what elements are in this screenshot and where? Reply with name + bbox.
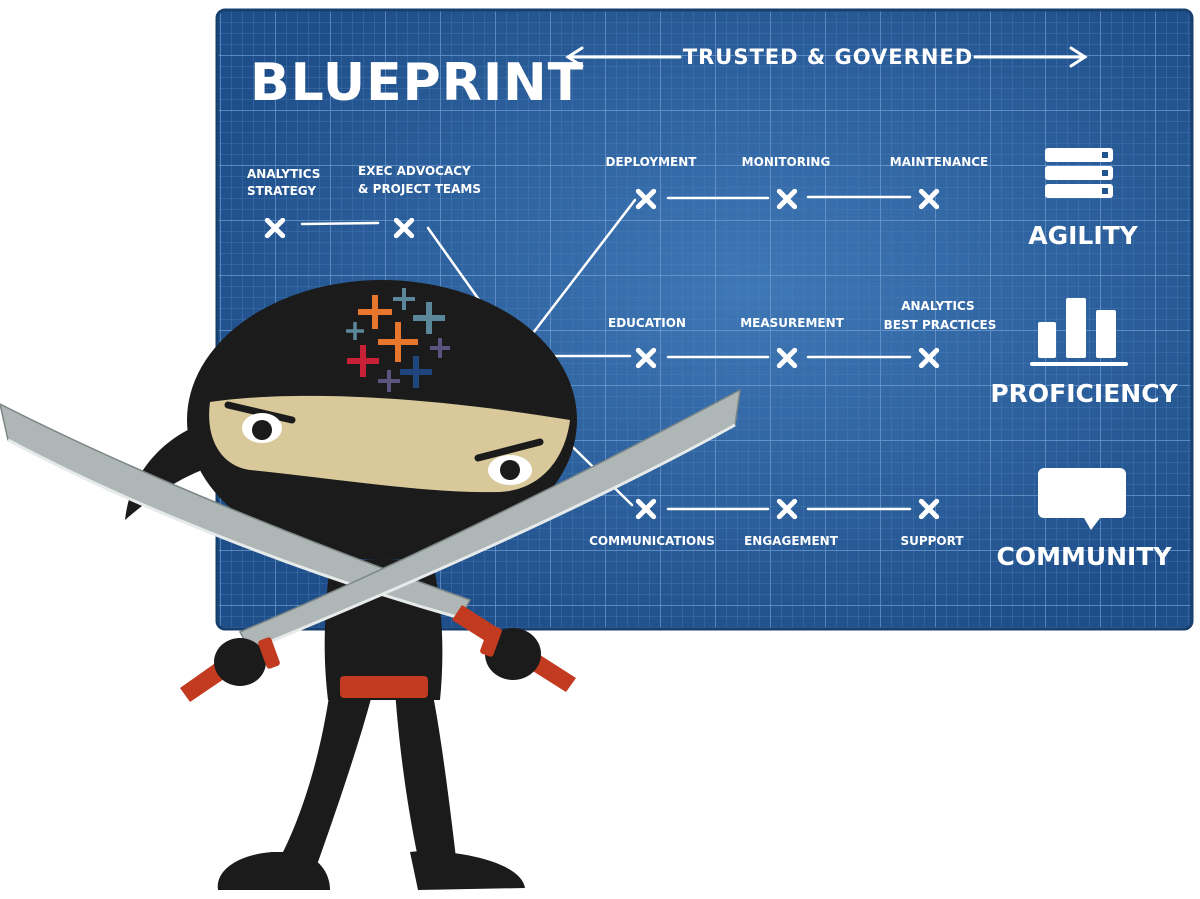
row-community: COMMUNICATIONS ENGAGEMENT SUPPORT COMMUN…: [589, 468, 1172, 571]
speech-bubble-icon: [1038, 468, 1126, 530]
step-label-line: ANALYTICS: [247, 167, 320, 181]
outcome-proficiency: PROFICIENCY: [990, 379, 1178, 408]
node-label-analytics-best-practices: ANALYTICS BEST PRACTICES: [884, 299, 997, 332]
node-label-monitoring: MONITORING: [742, 155, 831, 169]
blueprint-title: BLUEPRINT: [250, 53, 584, 113]
node-label-support: SUPPORT: [900, 534, 964, 548]
node-label-engagement: ENGAGEMENT: [744, 534, 839, 548]
row-proficiency: EDUCATION MEASUREMENT ANALYTICS BEST PRA…: [608, 298, 1179, 408]
node-label-line: BEST PRACTICES: [884, 318, 997, 332]
node-label-maintenance: MAINTENANCE: [890, 155, 989, 169]
step-label-line: EXEC ADVOCACY: [358, 164, 471, 178]
node-label-communications: COMMUNICATIONS: [589, 534, 715, 548]
banner-text: TRUSTED & GOVERNED: [683, 45, 973, 69]
logo-crosses-icon: [346, 288, 450, 392]
node-label-line: ANALYTICS: [901, 299, 974, 313]
node-label-education: EDUCATION: [608, 316, 686, 330]
bar-chart-icon: [1030, 298, 1128, 366]
ninja-character: [0, 280, 741, 890]
arrow-right-icon: [973, 46, 1088, 68]
outcome-community: COMMUNITY: [996, 542, 1172, 571]
step-label: ANALYTICS STRATEGY: [247, 167, 325, 198]
step-label: EXEC ADVOCACY & PROJECT TEAMS: [358, 164, 481, 196]
step-label-line: & PROJECT TEAMS: [358, 182, 481, 196]
left-step-exec-advocacy: EXEC ADVOCACY & PROJECT TEAMS: [358, 164, 481, 236]
node-label-deployment: DEPLOYMENT: [605, 155, 697, 169]
row-agility: DEPLOYMENT MONITORING MAINTENANCE AGILIT…: [605, 148, 1139, 250]
arrow-left-icon: [565, 46, 682, 68]
server-stack-icon: [1045, 148, 1113, 198]
step-label-line: STRATEGY: [247, 184, 316, 198]
trusted-governed-banner: TRUSTED & GOVERNED: [565, 45, 1088, 69]
outcome-agility: AGILITY: [1028, 221, 1138, 250]
node-label-measurement: MEASUREMENT: [740, 316, 844, 330]
left-step-analytics-strategy: ANALYTICS STRATEGY: [247, 167, 325, 236]
